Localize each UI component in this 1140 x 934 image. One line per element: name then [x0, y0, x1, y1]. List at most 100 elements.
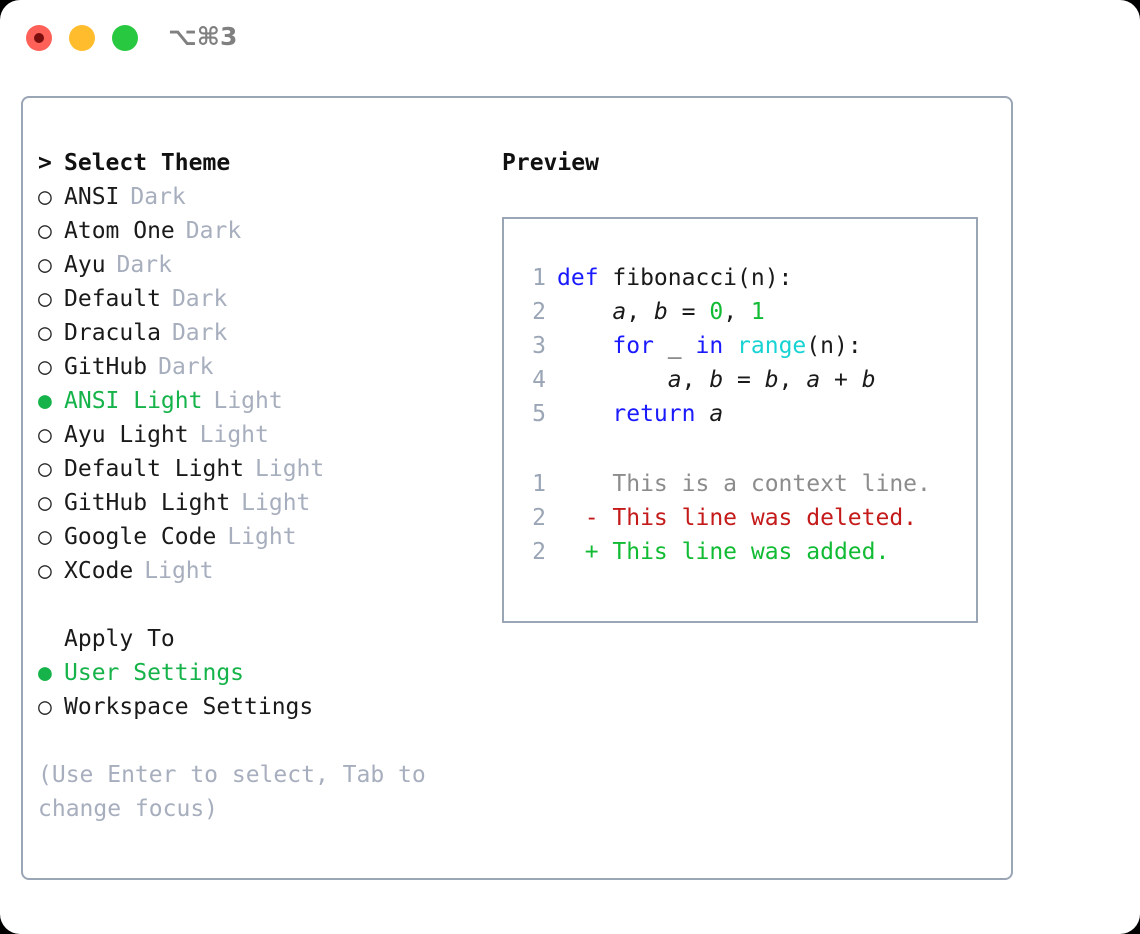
radio-unselected-icon: ○	[38, 184, 52, 210]
keyboard-hint: (Use Enter to select, Tab to change focu…	[38, 762, 426, 822]
apply-to-list: ● User Settings ○ Workspace Settings	[38, 656, 478, 724]
radio-unselected-icon: ○	[38, 422, 52, 448]
code-token: range	[737, 333, 807, 359]
code-line-text: for _ in range(n):	[557, 329, 862, 363]
code-line: 4 a, b = b, a + b	[504, 363, 976, 397]
line-number: 3	[532, 333, 546, 359]
theme-item-tag: Dark	[185, 218, 242, 244]
theme-item-label: GitHub Light	[64, 490, 231, 516]
code-token: (n):	[806, 333, 862, 359]
radio-unselected-icon: ○	[38, 694, 52, 720]
theme-item-label: GitHub	[64, 354, 148, 380]
window-title: ⌥⌘3	[168, 22, 238, 51]
code-token	[723, 333, 737, 359]
diff-sign	[557, 467, 599, 501]
theme-item-ansi[interactable]: ○ ANSI Dark	[38, 180, 478, 214]
radio-unselected-icon: ○	[38, 490, 52, 516]
code-token: in	[695, 333, 724, 359]
theme-item-label: Ayu Light	[64, 422, 189, 448]
window-controls	[26, 25, 138, 51]
code-token: for	[612, 333, 654, 359]
code-token: _	[653, 333, 696, 359]
line-number: 2	[532, 299, 546, 325]
apply-to-item-label: User Settings	[64, 660, 245, 686]
line-number: 2	[532, 539, 546, 565]
code-token: def	[557, 265, 613, 291]
apply-to-item-workspace-settings[interactable]: ○ Workspace Settings	[38, 690, 478, 724]
code-line: 3 for _ in range(n):	[504, 329, 976, 363]
apply-to-item-user-settings[interactable]: ● User Settings	[38, 656, 478, 690]
diff-sign: +	[557, 539, 599, 565]
code-token: b	[764, 367, 779, 393]
radio-selected-icon: ●	[38, 388, 52, 414]
code-token: =	[723, 367, 765, 393]
code-token	[557, 333, 612, 359]
radio-unselected-icon: ○	[38, 456, 52, 482]
theme-list-title: Select Theme	[64, 150, 231, 176]
code-line: 5 return a	[504, 397, 976, 431]
line-number: 5	[532, 401, 546, 427]
line-number: 2	[532, 505, 546, 531]
apply-to-item-label: Workspace Settings	[64, 694, 314, 720]
theme-item-label: Default Light	[64, 456, 245, 482]
diff-line-text: This is a context line.	[598, 471, 931, 497]
theme-item-ansi-light[interactable]: ● ANSI Light Light	[38, 384, 478, 418]
maximize-button[interactable]	[112, 25, 138, 51]
prompt-caret-icon: >	[38, 150, 52, 176]
theme-item-label: Dracula	[64, 320, 161, 346]
line-number: 1	[532, 471, 546, 497]
minimize-button[interactable]	[69, 25, 95, 51]
code-token: 0	[709, 299, 724, 325]
code-line-text: a, b = b, a + b	[557, 363, 876, 397]
radio-unselected-icon: ○	[38, 354, 52, 380]
code-token	[557, 367, 668, 393]
code-token: (n):	[737, 265, 793, 291]
code-token: a	[806, 367, 821, 393]
theme-item-github[interactable]: ○ GitHub Dark	[38, 350, 478, 384]
radio-unselected-icon: ○	[38, 558, 52, 584]
diff-sample: 1 This is a context line. 2 - This line w…	[504, 467, 976, 569]
theme-item-label: Google Code	[64, 524, 217, 550]
code-token: ,	[681, 367, 710, 393]
theme-item-tag: Light	[255, 456, 325, 482]
code-token: return	[612, 401, 696, 427]
code-line-text: a, b = 0, 1	[557, 295, 765, 329]
code-token: b	[653, 299, 668, 325]
close-button[interactable]	[26, 25, 52, 51]
theme-item-tag: Dark	[158, 354, 214, 380]
theme-item-default-light[interactable]: ○ Default Light Light	[38, 452, 478, 486]
theme-item-label: Default	[64, 286, 161, 312]
theme-item-tag: Light	[213, 388, 283, 414]
code-token: 1	[750, 299, 765, 325]
theme-item-tag: Dark	[130, 184, 186, 210]
diff-sign: -	[557, 505, 599, 531]
theme-list-header: > Select Theme	[38, 146, 478, 180]
radio-unselected-icon: ○	[38, 524, 52, 550]
radio-selected-icon: ●	[38, 660, 52, 686]
theme-item-label: Atom One	[64, 218, 175, 244]
diff-line: 2 - This line was deleted.	[504, 501, 976, 535]
theme-item-tag: Light	[227, 524, 297, 550]
code-token	[557, 401, 612, 427]
code-line-text: return a	[557, 397, 723, 431]
code-token: a	[667, 367, 682, 393]
theme-item-label: ANSI Light	[64, 388, 203, 414]
theme-item-google-code[interactable]: ○ Google Code Light	[38, 520, 478, 554]
radio-unselected-icon: ○	[38, 252, 52, 278]
theme-item-tag: Dark	[171, 286, 228, 312]
theme-item-label: ANSI	[64, 184, 120, 210]
preview-title: Preview	[502, 150, 599, 176]
code-token: ,	[723, 299, 751, 325]
